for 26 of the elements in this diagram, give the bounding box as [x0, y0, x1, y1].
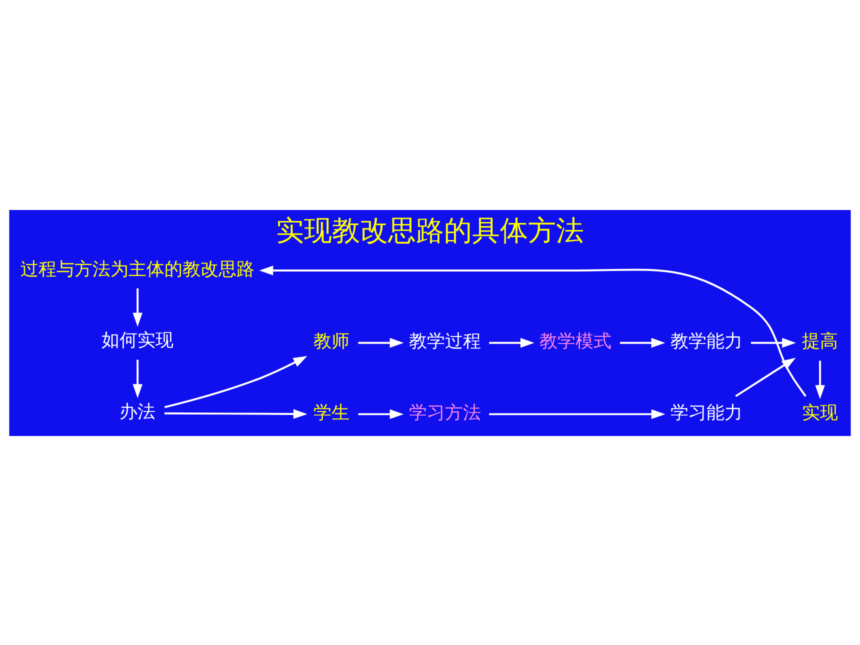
node-text: 过程与方法为主体的教改思路	[20, 258, 255, 280]
node-text: 提高	[802, 330, 838, 352]
node-text: 学习能力	[670, 402, 743, 424]
node-text: 学习方法	[408, 402, 481, 424]
node-text: 教学能力	[670, 330, 743, 352]
arrow	[489, 337, 534, 348]
arrow	[132, 359, 142, 398]
arrow	[358, 408, 404, 419]
arrow	[164, 355, 308, 408]
diagram-title: 实现教改思路的具体方法	[276, 214, 584, 247]
arrow	[132, 288, 142, 326]
node-text: 办法	[120, 401, 156, 422]
arrow	[259, 265, 806, 396]
node-text: 如何实现	[102, 330, 174, 351]
arrow	[164, 408, 308, 418]
node-text: 教学模式	[540, 330, 612, 352]
node-text: 实现	[802, 402, 838, 424]
node-text: 教学过程	[408, 330, 481, 352]
arrow	[750, 337, 796, 348]
arrow	[620, 337, 666, 348]
node-text: 学生	[313, 402, 350, 424]
arrow	[735, 357, 796, 397]
arrow	[815, 360, 825, 399]
arrow	[489, 408, 666, 419]
node-text: 教师	[313, 330, 350, 352]
arrow	[358, 337, 404, 348]
